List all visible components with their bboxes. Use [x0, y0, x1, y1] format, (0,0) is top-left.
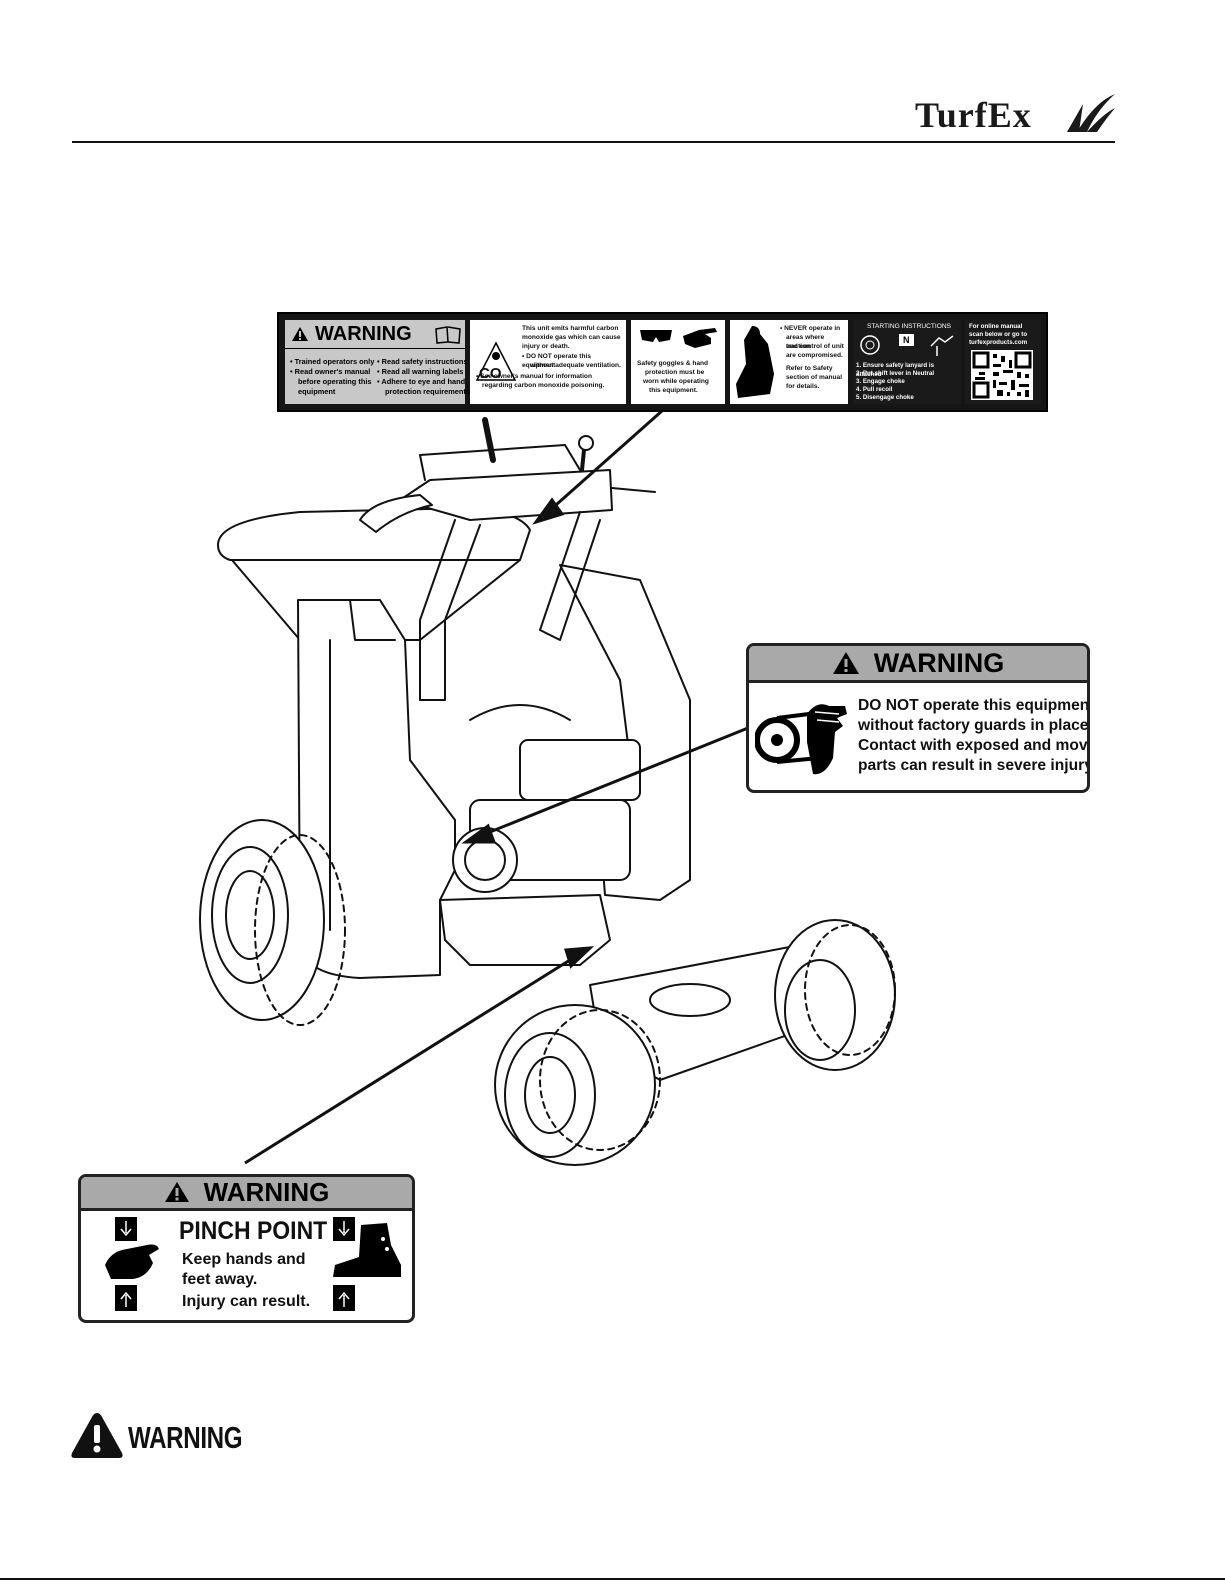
guard-warning-text: DO NOT operate this equipment without fa…	[858, 696, 1090, 776]
guard-text-line: without factory guards in place.	[858, 717, 1090, 734]
footer-rule	[0, 1578, 1225, 1580]
traction-text-line: for details.	[786, 383, 820, 390]
warning-triangle-icon	[292, 327, 308, 341]
panel1-col1-line: equipment	[298, 387, 336, 396]
header-rule	[72, 141, 1115, 143]
operator-safety-decal: WARNING • Trained operators only • Read …	[277, 312, 1048, 412]
warning-triangle-icon	[71, 1413, 123, 1458]
traction-text-line: areas where traction	[786, 334, 825, 350]
warning-band: WARNING	[749, 646, 1087, 683]
traction-text-line: are compromised.	[786, 352, 843, 359]
co-text-line: regarding carbon monoxide poisoning.	[482, 382, 605, 389]
co-skull-icon	[476, 342, 516, 381]
ppe-text-line: worn while operating	[643, 378, 709, 385]
section-warning-heading: WARNING	[70, 1411, 260, 1461]
carbon-monoxide-panel: CO This unit emits harmful carbon monoxi…	[470, 320, 626, 404]
manual-text-line: turfexproducts.com	[969, 339, 1028, 346]
traction-text-line: and control of unit	[786, 343, 844, 350]
qr-code-icon	[971, 350, 1033, 400]
guard-text-line: DO NOT operate this equipment	[858, 697, 1090, 714]
pinch-point-title: PINCH POINT	[179, 1217, 328, 1245]
online-manual-panel: For online manual scan below or go to tu…	[965, 320, 1041, 404]
starting-step: 5. Disengage choke	[856, 394, 914, 401]
guard-text-line: parts can result in severe injury.	[858, 757, 1090, 774]
starting-step: 3. Engage choke	[856, 378, 905, 385]
starting-step: 2. Put shift lever in Neutral	[856, 370, 935, 377]
warning-instructions-panel: WARNING • Trained operators only • Read …	[285, 320, 470, 404]
safety-goggles-icon	[640, 330, 672, 342]
panel1-col2-line: protection requirements	[385, 387, 471, 396]
decal-warning-label: WARNING	[315, 323, 412, 345]
co-label: CO	[479, 365, 502, 382]
panel1-col2-line: • Adhere to eye and hand	[377, 377, 466, 386]
manual-text-line: scan below or go to	[969, 331, 1028, 338]
grass-logo-icon	[1067, 94, 1115, 132]
ppe-text-line: protection must be	[645, 369, 705, 376]
co-text-line: • See owner's manual for information	[476, 373, 592, 380]
ppe-text-line: this equipment.	[649, 387, 698, 394]
starting-step: 4. Pull recoil	[856, 386, 893, 393]
logo-text: TurfEx	[915, 95, 1032, 135]
traction-text-line: Refer to Safety	[786, 365, 833, 372]
warning-label: WARNING	[873, 648, 1005, 678]
manual-book-icon	[435, 326, 461, 344]
co-text-line: without adequate ventilation.	[530, 362, 621, 369]
work-glove-icon	[683, 328, 717, 348]
starting-title: STARTING INSTRUCTIONS	[867, 323, 952, 330]
co-text-line: monoxide gas which can cause	[522, 334, 621, 341]
pinch-point-warning-decal: WARNING PINCH POINT Keep hands and feet …	[78, 1174, 415, 1323]
co-text-line: injury or death.	[522, 343, 570, 350]
guard-warning-decal: WARNING DO NOT operate this equipment wi…	[746, 643, 1090, 793]
guard-text-line: Contact with exposed and moving	[858, 737, 1090, 754]
co-text-line: • DO NOT operate this equipment	[522, 353, 591, 369]
warning-triangle-icon	[832, 651, 859, 674]
ppe-panel: Safety goggles & hand protection must be…	[631, 320, 725, 404]
traction-text-line: • NEVER operate in	[780, 325, 841, 332]
pinch-text-line: Injury can result.	[182, 1293, 311, 1310]
pinch-text-line: Keep hands and	[182, 1251, 306, 1268]
lanyard-icon	[860, 335, 880, 355]
pinch-boot-icon	[333, 1217, 401, 1311]
ppe-text-line: Safety goggles & hand	[637, 360, 709, 367]
pinch-hand-icon	[105, 1217, 159, 1311]
pinch-text-line: feet away.	[182, 1271, 258, 1288]
starting-step: 1. Ensure safety lanyard is attached	[856, 362, 935, 378]
neutral-label: N	[899, 334, 914, 346]
panel1-col1-line: • Read owner's manual	[290, 367, 371, 376]
traction-panel: • NEVER operate in areas where traction …	[730, 320, 848, 404]
turfex-logo: TurfEx	[915, 92, 1115, 136]
starting-instructions-panel: STARTING INSTRUCTIONS N 1. Ensure safety…	[853, 320, 961, 404]
panel1-col1-line: • Trained operators only	[290, 357, 375, 366]
manual-text-line: For online manual	[969, 323, 1023, 330]
warning-label: WARNING	[128, 1420, 243, 1455]
operator-slope-icon	[736, 326, 774, 398]
warning-band: WARNING	[81, 1177, 412, 1211]
traction-text-line: section of manual	[786, 374, 843, 381]
co-text-line: This unit emits harmful carbon	[522, 325, 619, 332]
warning-label: WARNING	[203, 1177, 330, 1207]
choke-recoil-icon	[930, 335, 954, 356]
warning-triangle-icon	[164, 1182, 189, 1203]
panel1-col2-line: • Read all warning labels	[377, 367, 464, 376]
panel1-col1-line: before operating this	[298, 377, 372, 386]
panel1-col2-line: • Read safety instructions	[377, 357, 468, 366]
rotating-pulley-hand-icon	[755, 704, 847, 775]
